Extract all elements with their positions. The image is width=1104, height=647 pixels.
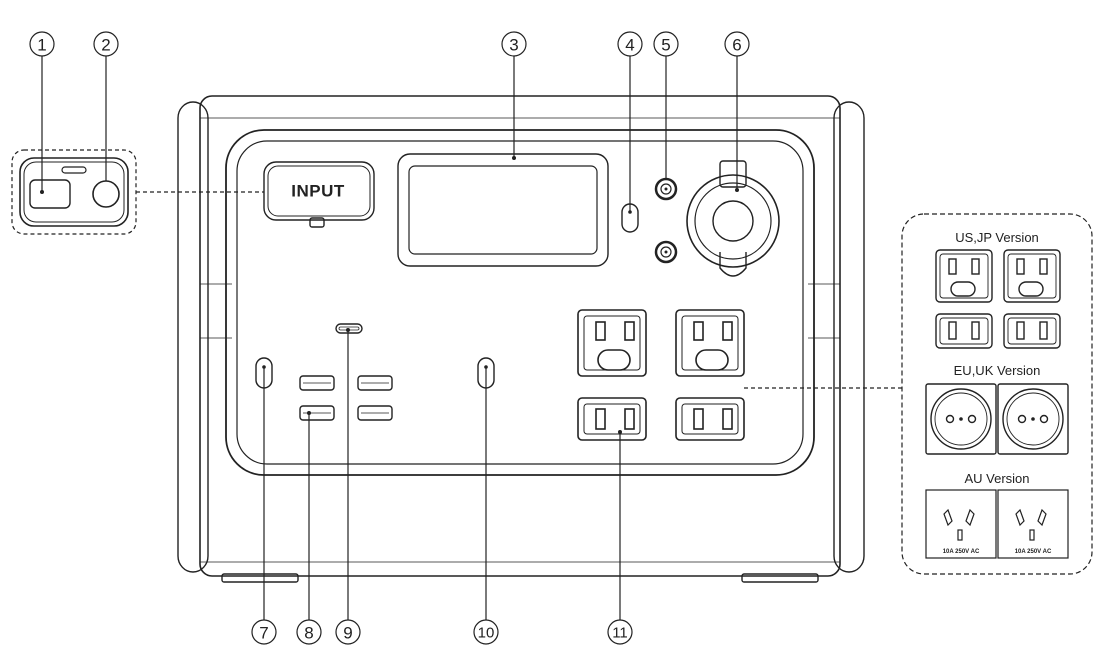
callout-5: 5 <box>653 31 679 57</box>
versions-panel <box>901 213 1093 575</box>
callout-2-label: 2 <box>101 36 110 55</box>
lcd-display <box>397 153 609 267</box>
input-cover-label: INPUT <box>291 182 345 201</box>
xt60-input-port[interactable] <box>29 179 71 209</box>
callout-10-label: 10 <box>478 625 495 642</box>
callout-5-label: 5 <box>661 36 670 55</box>
right-foot <box>741 573 819 583</box>
au-rating-label-left: 10A 250V AC <box>943 549 980 555</box>
outer-casing <box>199 95 841 577</box>
callout-8-label: 8 <box>304 624 313 643</box>
callout-4-label: 4 <box>625 36 634 55</box>
callout-11-label: 11 <box>612 625 628 642</box>
usb-a-ports[interactable] <box>299 375 393 421</box>
callout-11: 11 <box>607 619 633 645</box>
ac-outlets[interactable] <box>577 309 745 441</box>
front-panel-inner <box>236 140 804 465</box>
callout-1-label: 1 <box>37 36 46 55</box>
callout-7-label: 7 <box>259 624 268 643</box>
callout-dots <box>40 156 739 434</box>
callout-6: 6 <box>724 31 750 57</box>
callout-8: 8 <box>296 619 322 645</box>
callout-4: 4 <box>617 31 643 57</box>
callout-leaders <box>41 56 738 620</box>
callout-3: 3 <box>501 31 527 57</box>
eu-uk-version-title: EU,UK Version <box>954 363 1041 378</box>
input-cover[interactable]: INPUT <box>263 161 375 228</box>
callout-1: 1 <box>29 31 55 57</box>
callout-10: 10 <box>473 619 499 645</box>
front-panel-outer <box>225 129 815 476</box>
car-charger-port[interactable] <box>686 160 780 277</box>
dc-input-port[interactable] <box>92 180 120 208</box>
us-jp-version-title: US,JP Version <box>955 230 1039 245</box>
device-body <box>177 95 865 583</box>
us-jp-outlets <box>935 249 1061 349</box>
right-bumper <box>833 101 865 573</box>
dc5521-port-top[interactable] <box>654 177 678 201</box>
callout-7: 7 <box>251 619 277 645</box>
au-rating-label-right: 10A 250V AC <box>1015 549 1052 555</box>
au-version-title: AU Version <box>964 471 1029 486</box>
eu-uk-outlets <box>925 383 1069 455</box>
callout-6-label: 6 <box>732 36 741 55</box>
callout-9-label: 9 <box>343 624 352 643</box>
callout-2: 2 <box>93 31 119 57</box>
input-detail-box <box>11 149 137 235</box>
callout-3-label: 3 <box>509 36 518 55</box>
au-outlets <box>925 489 1069 559</box>
left-bumper <box>177 101 209 573</box>
left-foot <box>221 573 299 583</box>
dc5521-port-bottom[interactable] <box>654 240 678 264</box>
callout-9: 9 <box>335 619 361 645</box>
